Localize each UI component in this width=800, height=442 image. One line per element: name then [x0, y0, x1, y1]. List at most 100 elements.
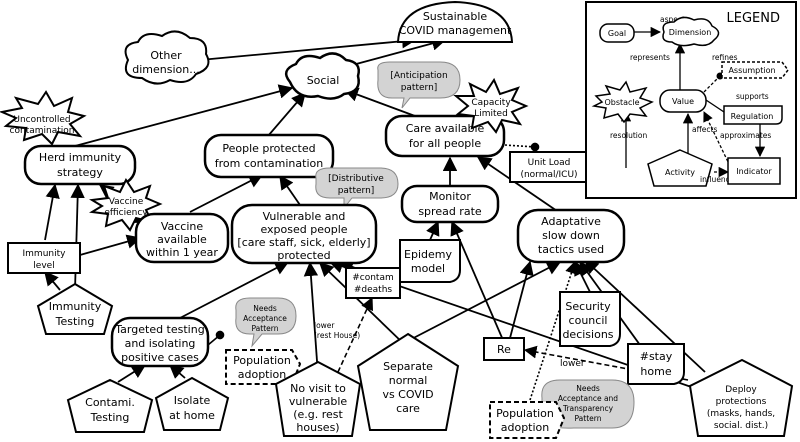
- care-label-1: Care available: [406, 122, 485, 135]
- sustainable-label-1: Sustainable: [423, 10, 488, 23]
- edge-novisit-to-vulnerable: [303, 261, 319, 376]
- regulation-security-council[interactable]: Security council decisions: [559, 291, 621, 347]
- other-dimension-label-1: Other: [150, 49, 182, 62]
- legend-activity: Activity: [647, 149, 713, 187]
- indicator-immunity-level[interactable]: Immunity level: [7, 242, 81, 274]
- re-label: Re: [497, 343, 511, 356]
- assumption-epidemy-model[interactable]: Epidemy model: [399, 239, 461, 283]
- edge-label-lower-re: lower: [560, 359, 585, 369]
- anticipation-label-1: [Anticipation: [390, 71, 447, 81]
- obstacle-capacity-limited[interactable]: Capacity Limited: [453, 77, 529, 134]
- edge-targeted-to-popadopt-dot: [207, 330, 225, 346]
- herd-label-2: strategy: [57, 166, 103, 179]
- pop-adoption-1-label-1: Population: [233, 354, 291, 367]
- edge-vulnerable-to-people: [279, 174, 301, 206]
- goal-people-protected[interactable]: People protected from contamination: [203, 133, 335, 179]
- vaccine-label-3: within 1 year: [146, 246, 218, 259]
- indicator-unit-load[interactable]: Unit Load (normal/ICU): [509, 151, 589, 183]
- capacity-label-2: Limited: [474, 109, 508, 119]
- immunity-testing-label-2: Testing: [55, 315, 95, 328]
- callout-needs-acceptance: Needs Acceptance Pattern: [235, 297, 297, 348]
- deploy-label-1: Deploy: [725, 385, 757, 395]
- edge-immlevel-to-vaccine: [79, 234, 142, 256]
- legend-approximates-label: approximates: [720, 131, 771, 140]
- activity-separate-care[interactable]: Separate normal vs COVID care: [356, 332, 460, 431]
- contami-label-2: Testing: [90, 411, 130, 424]
- edge-label-lower-rest-1: lower: [314, 321, 335, 330]
- deploy-label-4: social. dist.): [714, 421, 768, 431]
- edge-epidemy-to-monitor: [426, 220, 440, 241]
- indicator-re[interactable]: Re: [483, 337, 525, 361]
- edge-immtest-to-herd: [70, 183, 85, 291]
- activity-no-visit-vulnerable[interactable]: No visit to vulnerable (e.g. rest houses…: [274, 360, 362, 437]
- legend-influence-label: influence: [700, 175, 735, 184]
- security-label-2: council: [569, 314, 608, 327]
- vulnerable-label-1: Vulnerable and: [263, 210, 346, 223]
- stay-label-1: #stay: [640, 350, 673, 363]
- legend-value: Value: [659, 89, 707, 113]
- legend-dimension-label: Dimension: [669, 28, 712, 37]
- epidemy-label-1: Epidemy: [404, 248, 452, 261]
- edge-re-to-adaptative: [509, 260, 534, 339]
- obstacle-uncontrolled-contamination[interactable]: Uncontrolled contamination: [0, 90, 87, 146]
- goal-vulnerable-protected[interactable]: Vulnerable and exposed people [care staf…: [230, 203, 378, 265]
- legend-goal: Goal: [599, 23, 635, 43]
- activity-isolate-at-home[interactable]: Isolate at home: [154, 376, 230, 431]
- legend-indicator: Indicator: [727, 157, 781, 185]
- monitor-label-2: spread rate: [418, 205, 482, 218]
- edge-vaccine-to-people: [189, 174, 264, 213]
- goal-herd-immunity-strategy[interactable]: Herd immunity strategy: [23, 144, 137, 186]
- vaccine-label-1: Vaccine: [161, 220, 204, 233]
- needs-acc-tr-label-1: Needs: [576, 384, 600, 393]
- separate-label-2: normal: [389, 374, 428, 387]
- assumption-population-adoption-1[interactable]: Population adoption: [225, 349, 302, 385]
- anticipation-label-2: pattern]: [401, 83, 438, 93]
- edge-other-to-sustainable: [199, 34, 417, 61]
- callout-anticipation-pattern: [Anticipation pattern]: [377, 61, 461, 109]
- legend-resolution-label: resolution: [610, 131, 647, 140]
- needs-acc-tr-label-3: Transparency: [562, 404, 614, 413]
- targeted-label-2: and isolating: [125, 337, 196, 350]
- legend-obstacle: Obstacle: [591, 80, 654, 124]
- activity-immunity-testing[interactable]: Immunity Testing: [36, 282, 114, 335]
- indicator-contam-deaths[interactable]: #contam #deaths: [345, 267, 401, 299]
- separate-label-1: Separate: [383, 360, 433, 373]
- edge-popadopt2-to-adaptative-dotted: [529, 260, 578, 401]
- separate-label-4: care: [396, 402, 420, 415]
- goal-targeted-testing[interactable]: Targeted testing and isolating positive …: [110, 316, 210, 368]
- care-label-2: for all people: [409, 137, 481, 150]
- vulnerable-label-3: [care staff, sick, elderly]: [237, 236, 370, 249]
- vulnerable-label-2: exposed people: [260, 223, 347, 236]
- dimension-social[interactable]: Social: [284, 52, 360, 100]
- activity-contami-testing[interactable]: Contami. Testing: [66, 378, 154, 433]
- goal-adaptative-slow-down[interactable]: Adaptative slow down tactics used: [516, 208, 626, 264]
- novisit-label-3: (e.g. rest: [293, 408, 343, 421]
- herd-label-1: Herd immunity: [39, 151, 122, 164]
- regulation-stay-home[interactable]: #stay home: [627, 343, 685, 385]
- contami-label-1: Contami.: [85, 396, 135, 409]
- goal-vaccine-available[interactable]: Vaccine available within 1 year: [134, 212, 230, 264]
- edge-care-to-social: [343, 87, 416, 117]
- separate-label-3: vs COVID: [382, 388, 433, 401]
- vaccine-efficiency-label-1: Vaccine: [109, 197, 144, 207]
- goal-monitor-spread-rate[interactable]: Monitor spread rate: [400, 184, 500, 224]
- activity-deploy-protections[interactable]: Deploy protections (masks, hands, social…: [688, 358, 794, 437]
- epidemy-label-2: model: [411, 262, 445, 275]
- legend-obstacle-label: Obstacle: [604, 98, 639, 107]
- needs-acceptance-label-3: Pattern: [252, 324, 279, 333]
- distributive-label-1: [Distributive: [328, 174, 384, 184]
- contam-deaths-label-1: #contam: [352, 273, 394, 283]
- legend: LEGEND Goal aspect Dimension represents …: [585, 1, 797, 199]
- dimension-other[interactable]: Other dimension...: [124, 30, 210, 85]
- legend-refines-label: refines: [712, 53, 738, 62]
- goal-sustainable-covid-management[interactable]: Sustainable COVID management: [396, 0, 514, 43]
- unit-load-label-2: (normal/ICU): [520, 170, 577, 180]
- legend-represents-label: represents: [630, 53, 670, 62]
- legend-dimension: Dimension: [662, 16, 720, 47]
- monitor-label-1: Monitor: [429, 190, 471, 203]
- uncontrolled-label-2: contamination: [10, 126, 75, 136]
- edge-label-lower-rest-2: (rest House): [314, 331, 360, 340]
- pop-adoption-2-label-2: adoption: [501, 421, 550, 434]
- assumption-population-adoption-2[interactable]: Population adoption: [489, 401, 566, 439]
- other-dimension-label-2: dimension...: [132, 63, 199, 76]
